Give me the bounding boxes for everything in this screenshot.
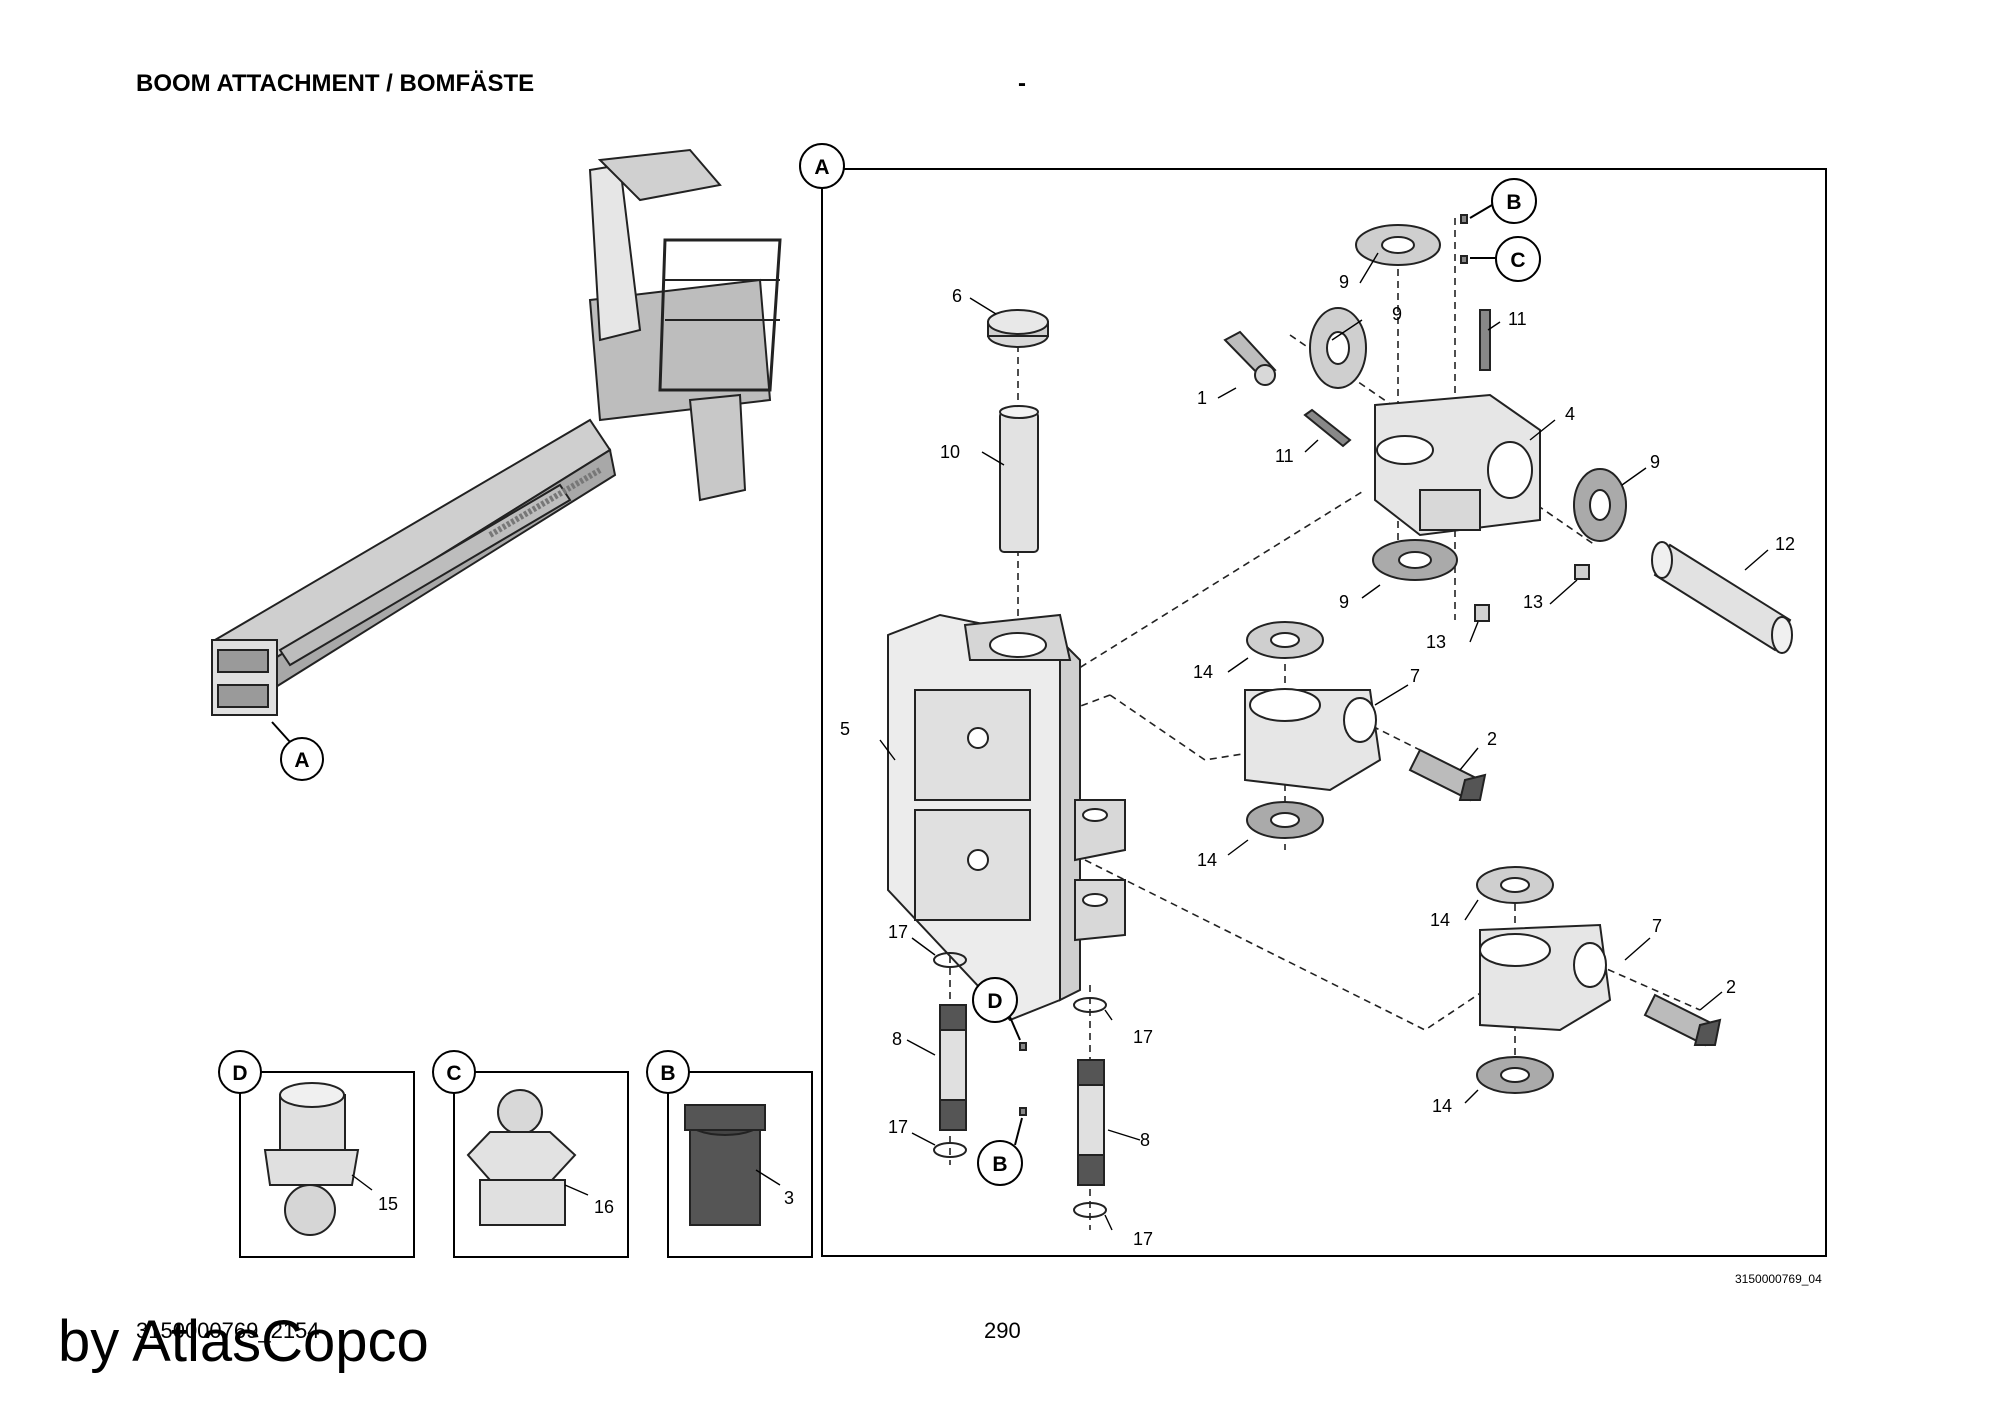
part-6-cap (987, 309, 1049, 348)
view-a-badge (799, 143, 845, 189)
label-part-1: 1 (1197, 388, 1207, 408)
detail-view-d: 15 D (218, 1050, 415, 1258)
label-part-9a: 9 (1339, 272, 1349, 292)
label-part-7b: 7 (1652, 916, 1662, 936)
watermark: by AtlasCopco (58, 1309, 429, 1374)
label-part-4: 4 (1565, 404, 1575, 424)
label-part-17b: 17 (1133, 1027, 1153, 1047)
label-part-9b: 9 (1392, 304, 1402, 324)
label-part-17a: 17 (888, 922, 908, 942)
label-part-12: 12 (1775, 534, 1795, 554)
label-part-17c: 17 (888, 1117, 908, 1137)
label-part-17d: 17 (1133, 1229, 1153, 1249)
part-4-swivel-housing (1374, 393, 1541, 537)
part-13-nuts (1474, 564, 1590, 622)
callout-a-overview (280, 737, 324, 781)
label-part-16: 16 (594, 1197, 614, 1217)
page-number: 290 (984, 1318, 1021, 1343)
part-5-mounting-plate (887, 613, 1126, 1022)
reference-code: 3150000769_04 (1735, 1272, 1822, 1286)
label-part-11b: 11 (1275, 446, 1294, 466)
label-part-14a: 14 (1193, 662, 1213, 682)
label-part-5: 5 (840, 719, 850, 739)
detail-view-b: 3 B (646, 1050, 813, 1258)
label-part-8a: 8 (892, 1029, 902, 1049)
label-part-2a: 2 (1487, 729, 1497, 749)
label-part-14d: 14 (1432, 1096, 1452, 1116)
machine-overview (211, 148, 782, 716)
part-2-sensors (1408, 748, 1722, 1047)
detail-view-c: 16 C (432, 1050, 629, 1258)
label-part-2b: 2 (1726, 977, 1736, 997)
label-part-14b: 14 (1197, 850, 1217, 870)
callout-a-overview-label: A (294, 749, 309, 772)
label-part-13a: 13 (1523, 592, 1543, 612)
leader-lines (879, 252, 1769, 1231)
label-part-15: 15 (378, 1194, 398, 1214)
fittings (1019, 214, 1468, 1116)
part-12-shaft (1651, 541, 1793, 654)
part-8-cylinders (939, 1004, 1105, 1186)
page-title: BOOM ATTACHMENT / BOMFÄSTE (136, 70, 535, 97)
label-part-6: 6 (952, 286, 962, 306)
label-part-14c: 14 (1430, 910, 1450, 930)
part-14-washers (1246, 621, 1554, 1094)
callout-b-bottom-label: B (992, 1153, 1007, 1176)
part-10-pin (999, 405, 1039, 553)
label-part-10: 10 (940, 442, 960, 462)
part-1-bolt (1223, 330, 1277, 386)
detail-d-badge: D (232, 1062, 247, 1085)
part-7-clevis-blocks (1244, 688, 1612, 1032)
label-part-9d: 9 (1339, 592, 1349, 612)
part-17-o-rings (933, 952, 1107, 1218)
header-dash: - (1018, 70, 1026, 97)
part-9-washers (1309, 224, 1627, 581)
callout-c-label: C (1510, 249, 1525, 272)
label-part-9c: 9 (1650, 452, 1660, 472)
callout-d (972, 977, 1018, 1023)
detail-b-badge: B (660, 1062, 675, 1085)
view-a-frame (821, 168, 1827, 1257)
label-part-7a: 7 (1410, 666, 1420, 686)
callout-d-label: D (987, 990, 1002, 1013)
view-a-badge-label: A (814, 156, 829, 179)
label-part-8b: 8 (1140, 1130, 1150, 1150)
callout-b-bottom (977, 1140, 1023, 1186)
document-id: 3150000769_2154 (136, 1318, 320, 1343)
part-11-bolts (1303, 309, 1491, 448)
label-part-3: 3 (784, 1188, 794, 1208)
callout-b-top (1491, 178, 1537, 224)
label-part-13b: 13 (1426, 632, 1446, 652)
detail-c-badge: C (446, 1062, 461, 1085)
callout-b-top-label: B (1506, 191, 1521, 214)
label-part-11a: 11 (1508, 309, 1527, 329)
